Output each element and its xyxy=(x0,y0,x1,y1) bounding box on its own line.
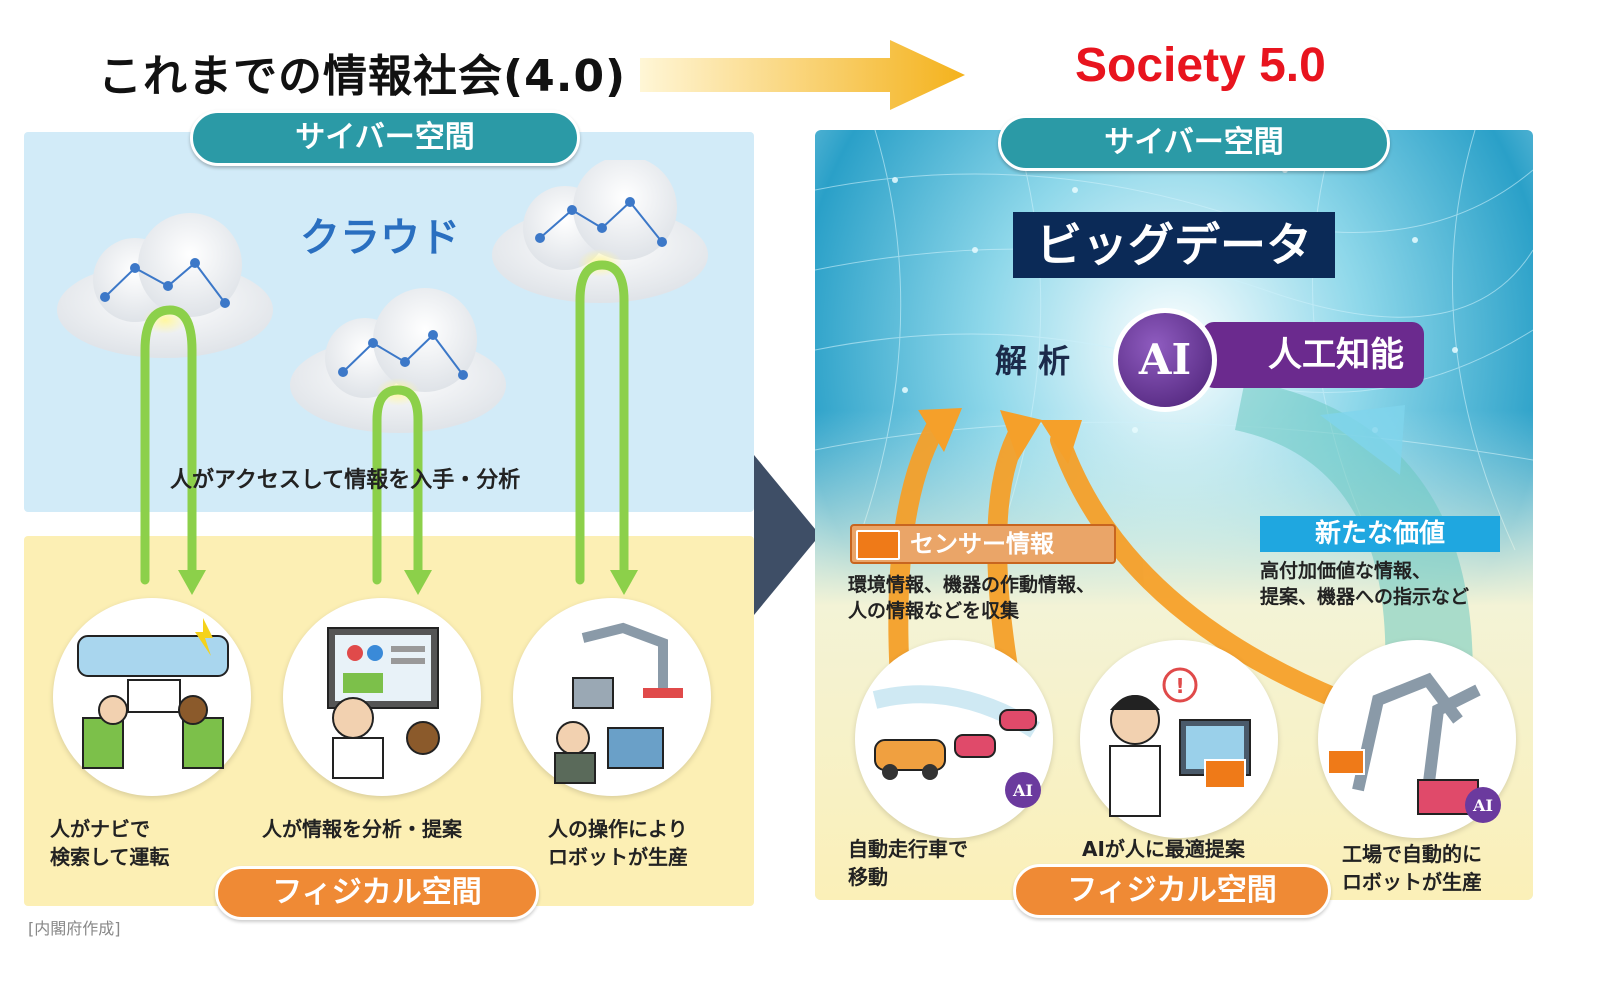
svg-text:!: ! xyxy=(1175,674,1184,698)
right-physical-label: フィジカル空間 xyxy=(1013,864,1331,918)
navi-illustration xyxy=(53,598,251,796)
new-value-description: 高付加価値な情報、 提案、機器への指示など xyxy=(1260,560,1470,608)
ai-badge: AI xyxy=(1113,308,1217,412)
analysis-label: 解 析 xyxy=(995,342,1071,380)
caption-automated-factory: 工場で自動的に ロボットが生産 xyxy=(1342,842,1482,894)
caption-navi: 人がナビで 検索して運転 xyxy=(50,817,170,869)
caption-robot-operation: 人の操作により ロボットが生産 xyxy=(548,817,688,869)
ai-label: 人工知能 xyxy=(1202,322,1424,388)
left-physical-label: フィジカル空間 xyxy=(215,866,539,920)
analysis-illustration xyxy=(283,598,481,796)
svg-text:AI: AI xyxy=(1012,781,1033,800)
access-arrows xyxy=(140,260,638,595)
caption-ai-proposal: AIが人に最適提案 xyxy=(1082,837,1245,861)
autonomous-car-illustration: AI xyxy=(855,640,1053,838)
cloud-group xyxy=(57,160,708,433)
transition-arrow-icon xyxy=(640,40,965,110)
caption-analysis: 人が情報を分析・提案 xyxy=(262,817,462,841)
sensor-description: 環境情報、機器の作動情報、 人の情報などを収集 xyxy=(848,574,1096,622)
cloud-icon xyxy=(492,160,708,303)
automated-factory-illustration: AI xyxy=(1318,640,1516,838)
cloud-label: クラウド xyxy=(300,215,460,261)
ai-proposal-illustration: ! xyxy=(1080,640,1278,838)
right-title: Society 5.0 xyxy=(1075,39,1326,92)
new-value-label: 新たな価値 xyxy=(1260,516,1500,552)
cloud-icon xyxy=(57,213,273,358)
svg-text:AI: AI xyxy=(1472,796,1493,815)
access-label: 人がアクセスして情報を入手・分析 xyxy=(170,468,521,493)
source-note: [内閣府作成] xyxy=(28,919,121,938)
sensor-icon xyxy=(856,530,900,560)
right-cyber-label: サイバー空間 xyxy=(998,115,1390,171)
left-cyber-label: サイバー空間 xyxy=(190,110,580,166)
robot-operation-illustration xyxy=(513,598,711,796)
left-title: これまでの情報社会(4.0) xyxy=(98,51,627,102)
bigdata-label: ビッグデータ xyxy=(1013,212,1335,278)
caption-autonomous-car: 自動走行車で 移動 xyxy=(848,837,968,889)
chevron-right-icon xyxy=(754,455,820,615)
